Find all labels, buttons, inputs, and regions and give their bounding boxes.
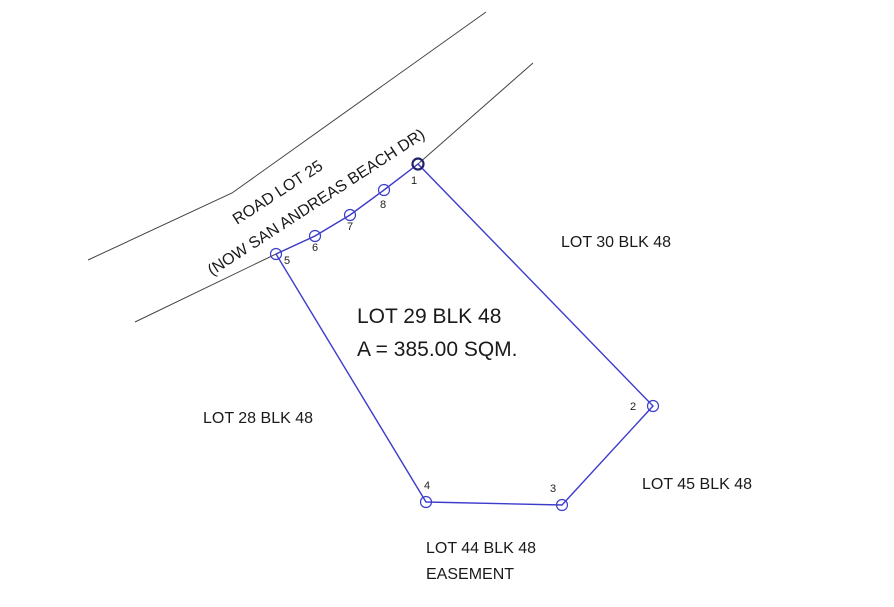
corner-label-5: 5 xyxy=(284,255,290,267)
corner-marker-5[interactable] xyxy=(269,247,283,261)
corner-label-6: 6 xyxy=(312,242,318,254)
corner-marker-6[interactable] xyxy=(308,229,322,243)
corner-marker-7[interactable] xyxy=(343,208,357,222)
corner-marker-4[interactable] xyxy=(419,495,433,509)
corner-label-3: 3 xyxy=(550,483,556,495)
corner-label-4: 4 xyxy=(424,480,430,492)
easement-label: EASEMENT xyxy=(426,566,514,583)
lot-29-boundary xyxy=(274,163,654,506)
corner-label-8: 8 xyxy=(380,199,386,211)
corner-label-2: 2 xyxy=(630,401,636,413)
corner-marker-1[interactable] xyxy=(411,157,425,171)
adjacent-lot-30: LOT 30 BLK 48 xyxy=(561,234,671,251)
road-upper-edge xyxy=(87,11,487,261)
corner-label-1: 1 xyxy=(411,175,417,187)
adjacent-lot-45: LOT 45 BLK 48 xyxy=(642,476,752,493)
subject-lot-name: LOT 29 BLK 48 xyxy=(357,305,501,328)
corner-marker-3[interactable] xyxy=(555,498,569,512)
adjacent-lot-28: LOT 28 BLK 48 xyxy=(203,410,313,427)
corner-marker-8[interactable] xyxy=(377,183,391,197)
corner-marker-2[interactable] xyxy=(646,399,660,413)
subject-lot-area: A = 385.00 SQM. xyxy=(357,338,518,361)
adjacent-lot-44: LOT 44 BLK 48 xyxy=(426,540,536,557)
road-label-line2: (NOW SAN ANDREAS BEACH DR) xyxy=(205,126,428,279)
corner-label-7: 7 xyxy=(347,221,353,233)
